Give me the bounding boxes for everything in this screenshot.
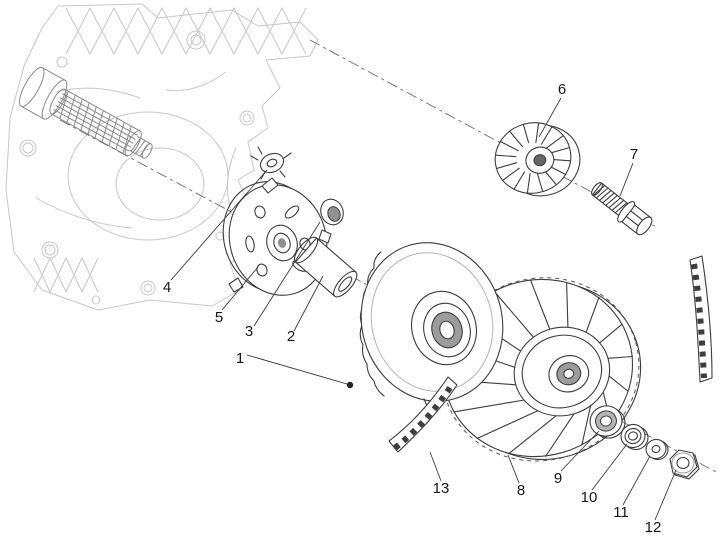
washer-part-11 — [645, 438, 669, 461]
callout-4-label: 4 — [163, 279, 171, 296]
callout-10-label: 10 — [581, 489, 598, 506]
callout-11-label: 11 — [613, 504, 629, 521]
callout-3-label: 3 — [245, 323, 253, 340]
bolt-part — [591, 182, 653, 236]
leader-lines — [170, 97, 677, 521]
cap-part — [320, 198, 344, 226]
leader-line-5 — [221, 266, 259, 311]
leader-line-12 — [654, 469, 677, 521]
leader-line-13 — [429, 451, 442, 482]
leader-line-9 — [560, 430, 600, 472]
callout-labels: 1 2 3 4 5 6 7 8 9 10 11 12 13 — [163, 81, 662, 536]
roller-fins — [495, 122, 571, 194]
leader-line-6 — [538, 97, 562, 138]
crankshaft-drawing — [18, 66, 153, 159]
ramp-plate-part — [222, 177, 332, 296]
callout-7-label: 7 — [630, 146, 638, 163]
leader-line-3 — [253, 221, 321, 327]
crankcase-drawing — [5, 3, 319, 311]
leader-line-4 — [170, 169, 268, 281]
leader-line-8 — [507, 454, 520, 484]
washer-part-10 — [620, 423, 649, 451]
belt-section-right — [689, 255, 713, 383]
movable-half-pulley-part — [359, 242, 504, 409]
belt-section-left — [388, 376, 458, 453]
retainer-clip-part — [250, 146, 292, 180]
callout-1-label: 1 — [236, 350, 244, 367]
callout-2-label: 2 — [287, 328, 295, 345]
callout-6-label: 6 — [558, 81, 566, 98]
assembly-dot — [346, 381, 354, 389]
washer-part-9 — [589, 405, 626, 439]
roller-part — [494, 122, 581, 197]
callout-13-label: 13 — [433, 480, 450, 497]
leader-line-11 — [622, 455, 651, 506]
nut-part-12 — [669, 449, 700, 480]
callout-12-label: 12 — [645, 519, 662, 536]
leader-line-1 — [246, 354, 348, 385]
leader-line-7 — [619, 162, 634, 197]
leader-line-2 — [293, 275, 324, 332]
leader-line-10 — [591, 443, 628, 491]
callout-8-label: 8 — [517, 482, 525, 499]
callout-5-label: 5 — [215, 309, 223, 326]
spacer-bushing-part — [293, 236, 358, 298]
callout-9-label: 9 — [554, 470, 562, 487]
